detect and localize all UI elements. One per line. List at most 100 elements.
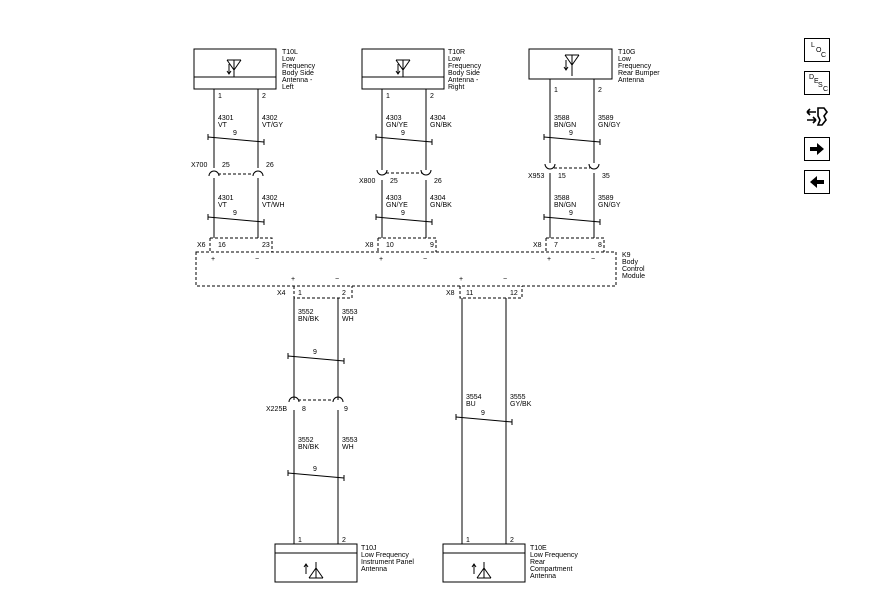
- wire-color-label: GN/GY: [598, 202, 621, 209]
- wire-pair-t10j: 3552 BN/BK 3553 WH 9 3552 BN/BK 3553 WH …: [287, 298, 358, 544]
- t10g-desc-line: Frequency: [618, 63, 652, 70]
- pin-label: 2: [598, 87, 602, 94]
- polarity-minus: −: [591, 256, 595, 263]
- pin-label: 1: [298, 290, 302, 297]
- wire-circuit-label: 3554: [466, 394, 482, 401]
- wire-circuit-label: 4302: [262, 115, 278, 122]
- connector-id: X953: [528, 173, 544, 180]
- wire-color-label: GN/BK: [430, 202, 452, 209]
- twisted-pair-mark: [287, 472, 345, 479]
- twist-label: 9: [401, 130, 405, 137]
- wire-circuit-label: 3553: [342, 437, 358, 444]
- pin-label: 16: [218, 242, 226, 249]
- t10e-desc-line: Compartment: [530, 566, 572, 573]
- twist-label: 9: [313, 466, 317, 473]
- pin-label: 25: [390, 178, 398, 185]
- wire-circuit-label: 3555: [510, 394, 526, 401]
- antenna-icon: [395, 59, 411, 77]
- wire-pair-t10e: 3554 BU 3555 GY/BK 9: [455, 298, 532, 544]
- t10l-desc-line: Frequency: [282, 63, 316, 70]
- t10r-desc-line: Antenna -: [448, 77, 479, 84]
- wire-color-label: BU: [466, 401, 476, 408]
- wire-pair-t10r: 4303 GN/YE 4304 GN/BK 9 4303 GN/YE 4304 …: [375, 89, 452, 238]
- pin-label: 1: [218, 93, 222, 100]
- connector-x953: X953 15 35: [528, 163, 610, 180]
- pin-label: 1: [298, 537, 302, 544]
- t10r-desc-line: Low: [448, 56, 462, 63]
- wire-color-label: GN/YE: [386, 202, 408, 209]
- pin-label: 7: [554, 242, 558, 249]
- twisted-pair-mark: [207, 216, 265, 223]
- pin-label: 35: [602, 173, 610, 180]
- t10r-desc-line: Frequency: [448, 63, 482, 70]
- twist-label: 9: [569, 210, 573, 217]
- t10j-desc-line: Instrument Panel: [361, 559, 414, 566]
- connector-id: X225B: [266, 406, 287, 413]
- polarity-plus: +: [211, 256, 215, 263]
- pin-label: 1: [386, 93, 390, 100]
- polarity-plus: +: [459, 276, 463, 283]
- k9-id: K9: [622, 252, 631, 259]
- component-t10g: T10G Low Frequency Rear Bumper Antenna 1…: [528, 48, 660, 94]
- pin-label: 2: [510, 537, 514, 544]
- loc-letter: L: [811, 42, 815, 49]
- connector-id: X700: [191, 162, 207, 169]
- previous-button[interactable]: [804, 170, 830, 194]
- twist-label: 9: [313, 349, 317, 356]
- t10e-desc-line: Rear: [530, 559, 546, 566]
- antenna-icon: [303, 562, 324, 579]
- pin-label: 9: [344, 406, 348, 413]
- twisted-pair-mark: [455, 416, 513, 423]
- wire-color-label: WH: [342, 444, 354, 451]
- arrow-left-icon: [810, 176, 824, 188]
- pin-label: 15: [558, 173, 566, 180]
- connector-view-button[interactable]: [804, 104, 830, 128]
- t10g-id: T10G: [618, 49, 636, 56]
- antenna-icon: [563, 54, 580, 76]
- connector-id: X8: [365, 242, 374, 249]
- pin-label: 12: [510, 290, 518, 297]
- pin-label: 2: [342, 290, 346, 297]
- t10l-desc-line: Low: [282, 56, 296, 63]
- t10j-desc-line: Antenna: [361, 566, 387, 573]
- wire-color-label: GN/BK: [430, 122, 452, 129]
- desc-letter: S: [818, 82, 823, 89]
- twisted-pair-mark: [543, 136, 601, 143]
- k9-desc-line: Control: [622, 266, 645, 273]
- connector-id: X8: [446, 290, 455, 297]
- twist-label: 9: [401, 210, 405, 217]
- t10e-desc-line: Low Frequency: [530, 552, 578, 559]
- wire-circuit-label: 3552: [298, 437, 314, 444]
- desc-icon: D E S C: [805, 72, 829, 94]
- location-button[interactable]: L O C: [804, 38, 830, 62]
- polarity-plus: +: [547, 256, 551, 263]
- wire-circuit-label: 4303: [386, 115, 402, 122]
- connector-x225b: X225B 8 9: [266, 396, 348, 413]
- wire-color-label: VT/WH: [262, 202, 285, 209]
- twist-label: 9: [569, 130, 573, 137]
- k9-desc-line: Module: [622, 273, 645, 280]
- desc-letter: E: [814, 78, 819, 85]
- wire-circuit-label: 3552: [298, 309, 314, 316]
- component-k9-body-control-module: K9 Body Control Module X6 16 23 X8 10 9 …: [195, 237, 645, 299]
- wire-circuit-label: 3589: [598, 195, 614, 202]
- wire-circuit-label: 4303: [386, 195, 402, 202]
- wire-color-label: GN/GY: [598, 122, 621, 129]
- polarity-minus: −: [423, 256, 427, 263]
- pin-label: 8: [302, 406, 306, 413]
- t10e-desc-line: Antenna: [530, 573, 556, 580]
- connector-x800: X800 25 26: [359, 169, 442, 185]
- t10l-desc-line: Antenna -: [282, 77, 313, 84]
- polarity-plus: +: [291, 276, 295, 283]
- t10j-id: T10J: [361, 545, 377, 552]
- wire-color-label: BN/BK: [298, 444, 319, 451]
- polarity-minus: −: [255, 256, 259, 263]
- polarity-minus: −: [503, 276, 507, 283]
- polarity-minus: −: [335, 276, 339, 283]
- desc-letter: D: [809, 74, 815, 81]
- wire-color-label: VT/GY: [262, 122, 283, 129]
- description-button[interactable]: D E S C: [804, 71, 830, 95]
- loc-icon: L O C: [805, 39, 829, 61]
- next-button[interactable]: [804, 137, 830, 161]
